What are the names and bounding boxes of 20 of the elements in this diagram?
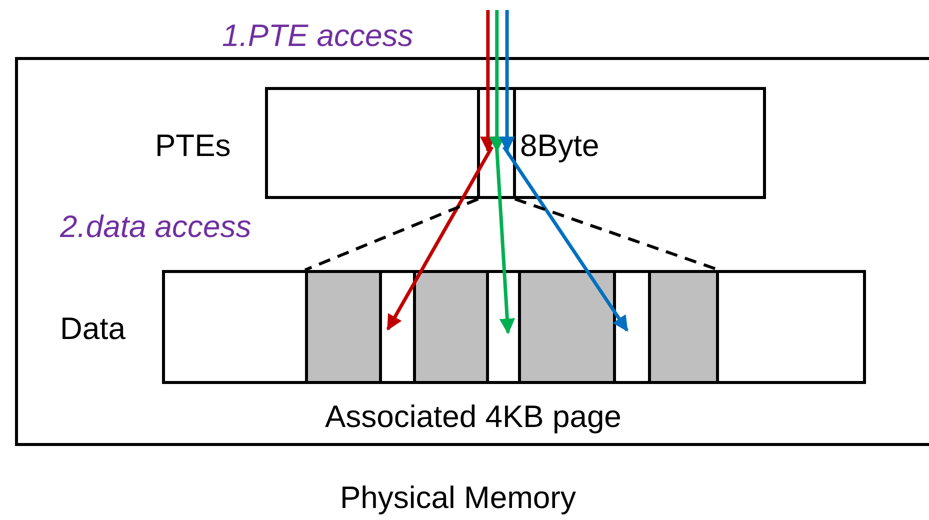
cache-line-slot bbox=[613, 270, 651, 384]
arrow bbox=[386, 146, 494, 331]
node-caption: PTEs bbox=[155, 130, 231, 161]
arrow bbox=[489, 10, 505, 152]
step-label: 1.PTE access bbox=[222, 20, 414, 51]
node-caption: Associated 4KB page bbox=[325, 401, 622, 432]
cache-line-slot bbox=[379, 270, 416, 384]
pte-table bbox=[265, 87, 766, 199]
page-block bbox=[305, 270, 719, 384]
dashed-line bbox=[304, 198, 479, 272]
node-text: 8Byte bbox=[520, 130, 600, 161]
cache-line-slot bbox=[486, 270, 521, 384]
arrow bbox=[499, 10, 515, 152]
step-label: 2.data access bbox=[60, 211, 252, 242]
memory-frame bbox=[15, 57, 929, 446]
node-caption: Physical Memory bbox=[340, 482, 576, 513]
node-caption: Data bbox=[60, 313, 126, 344]
arrow bbox=[502, 146, 629, 332]
data-region bbox=[162, 270, 866, 384]
arrow bbox=[495, 150, 516, 334]
